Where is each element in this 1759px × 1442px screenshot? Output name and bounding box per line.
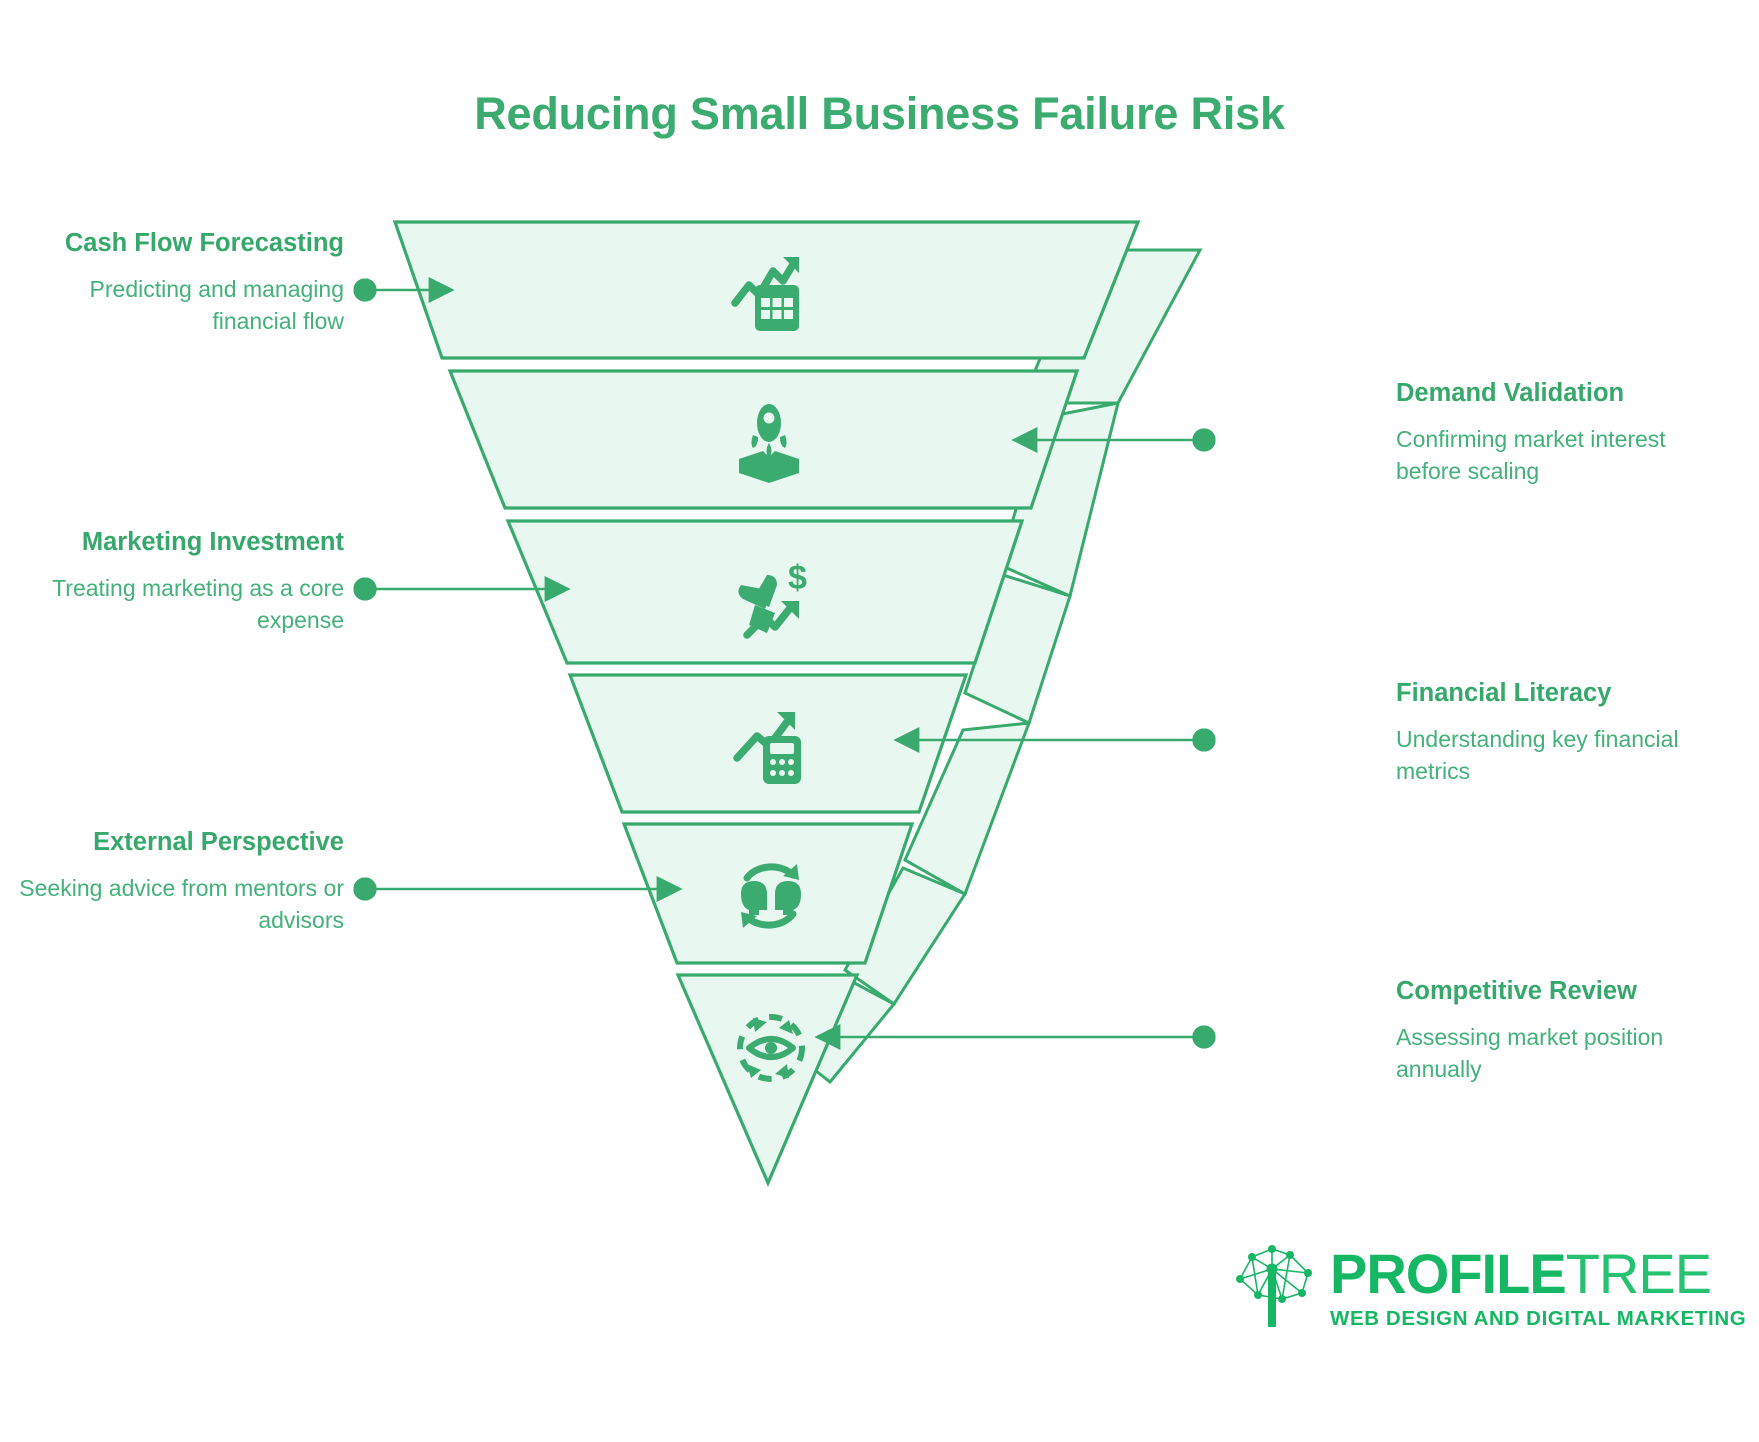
label-demand-validation: Demand Validation Confirming market inte… (1396, 378, 1726, 488)
label-description: Treating marketing as a core expense (52, 574, 344, 634)
tree-network-logo-icon (1236, 1245, 1312, 1327)
stage-icons: $ (731, 257, 807, 1082)
profiletree-logo[interactable]: PROFILETREE WEB DESIGN AND DIGITAL MARKE… (1232, 1241, 1746, 1358)
label-title: Marketing Investment (81, 528, 344, 556)
money-dollar-growth-icon: $ (738, 559, 807, 639)
label-title: Cash Flow Forecasting (64, 229, 344, 257)
page-title: Reducing Small Business Failure Risk (474, 88, 1285, 139)
label-financial-literacy: Financial Literacy Understanding key fin… (1396, 678, 1726, 788)
two-heads-exchange-icon (741, 863, 801, 929)
label-description: Assessing market position annually (1396, 1023, 1664, 1083)
label-description: Seeking advice from mentors or advisors (19, 874, 344, 934)
label-title: Competitive Review (1396, 977, 1637, 1005)
logo-tagline: WEB DESIGN AND DIGITAL MARKETING (1330, 1306, 1747, 1330)
label-title: Financial Literacy (1396, 679, 1612, 707)
connector-lines (353, 277, 1216, 1050)
label-description: Confirming market interest before scalin… (1396, 425, 1666, 485)
label-competitive-review: Competitive Review Assessing market posi… (1396, 976, 1726, 1086)
logo-brand-primary: PROFILE (1330, 1241, 1567, 1305)
label-description: Predicting and managing financial flow (89, 275, 344, 335)
label-title: External Perspective (93, 828, 344, 856)
label-external-perspective: External Perspective Seeking advice from… (14, 827, 344, 937)
label-cash-flow-forecasting: Cash Flow Forecasting Predicting and man… (14, 228, 344, 338)
rocket-launch-box-icon (739, 404, 799, 483)
funnel-stage-5[interactable] (621, 822, 915, 965)
label-marketing-investment: Marketing Investment Treating marketing … (14, 527, 344, 637)
label-description: Understanding key financial metrics (1396, 725, 1679, 785)
calculator-growth-arrow-icon (733, 712, 801, 784)
chart-growth-calendar-icon (731, 257, 799, 331)
label-title: Demand Validation (1396, 379, 1625, 407)
eye-refresh-cycle-icon (737, 1014, 805, 1082)
logo-brand-secondary: TREE (1565, 1241, 1712, 1305)
svg-text:$: $ (788, 559, 807, 597)
